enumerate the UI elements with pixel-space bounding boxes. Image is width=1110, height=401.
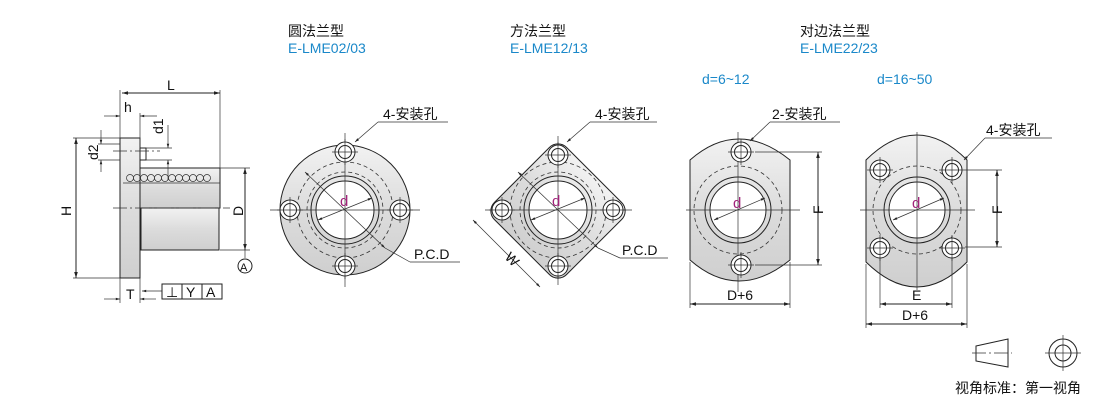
svg-text:4-安装孔: 4-安装孔: [595, 106, 649, 122]
round-flange-view: d P.C.D 4-安装孔: [270, 106, 460, 287]
projection-symbol: 视角标准：第一视角: [955, 335, 1081, 396]
svg-text:E-LME02/03: E-LME02/03: [288, 40, 366, 56]
svg-text:A: A: [240, 262, 248, 274]
svg-text:D: D: [230, 206, 246, 216]
svg-text:A: A: [206, 284, 216, 300]
svg-text:P.C.D: P.C.D: [622, 242, 658, 258]
svg-text:F: F: [989, 205, 1005, 214]
svg-text:对边法兰型: 对边法兰型: [800, 23, 870, 39]
svg-text:F: F: [810, 205, 826, 214]
svg-text:d: d: [733, 195, 741, 212]
range-large: d=16~50: [877, 71, 932, 87]
svg-text:d: d: [340, 193, 348, 210]
svg-text:圆法兰型: 圆法兰型: [288, 23, 344, 39]
title-square-flange: 方法兰型 E-LME12/13: [510, 23, 588, 56]
svg-text:d1: d1: [150, 118, 166, 134]
svg-text:⊥: ⊥: [166, 284, 178, 300]
svg-text:h: h: [124, 99, 132, 115]
svg-text:方法兰型: 方法兰型: [510, 23, 566, 39]
projection-standard-label: 视角标准：第一视角: [955, 380, 1081, 396]
svg-text:L: L: [167, 77, 175, 93]
svg-text:E-LME12/13: E-LME12/13: [510, 40, 588, 56]
svg-text:4-安装孔: 4-安装孔: [986, 122, 1040, 138]
svg-text:d: d: [912, 195, 920, 212]
svg-text:D+6: D+6: [902, 307, 928, 323]
square-flange-view: d P.C.D 4-安装孔 W: [472, 106, 668, 288]
svg-text:Y: Y: [186, 284, 196, 300]
svg-text:D+6: D+6: [727, 287, 753, 303]
title-round-flange: 圆法兰型 E-LME02/03: [288, 23, 366, 56]
svg-text:T: T: [126, 286, 135, 302]
title-cut-flange: 对边法兰型 E-LME22/23: [800, 23, 878, 56]
svg-text:E: E: [912, 287, 921, 303]
range-small: d=6~12: [702, 71, 750, 87]
svg-text:d: d: [552, 193, 560, 210]
svg-text:H: H: [58, 206, 74, 216]
svg-text:E-LME22/23: E-LME22/23: [800, 40, 878, 56]
cut-flange-view-large: d 4-安装孔 F E D+6: [860, 122, 1052, 328]
svg-text:d2: d2: [85, 144, 101, 160]
svg-text:P.C.D: P.C.D: [414, 246, 450, 262]
svg-text:2-安装孔: 2-安装孔: [772, 106, 826, 122]
cut-flange-view-small: d 2-安装孔 F D+6: [686, 106, 840, 308]
svg-text:4-安装孔: 4-安装孔: [383, 106, 437, 122]
